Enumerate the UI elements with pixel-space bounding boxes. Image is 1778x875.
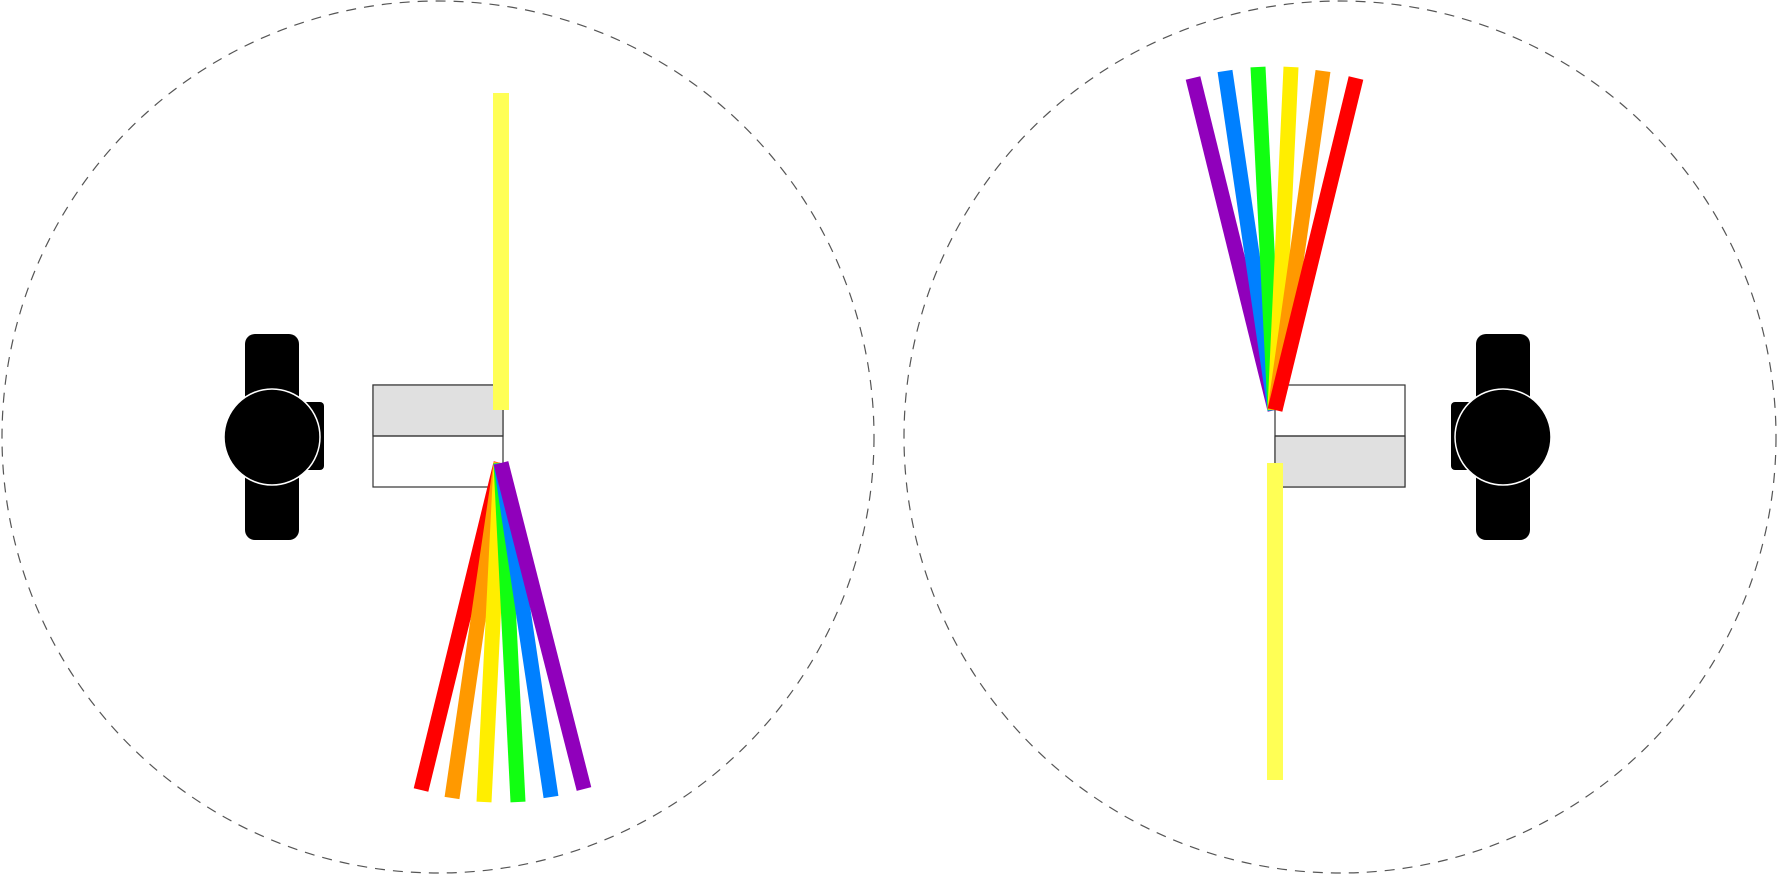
panel-left bbox=[1, 0, 875, 874]
panel-right bbox=[903, 0, 1777, 874]
field-circle bbox=[1, 0, 875, 874]
grating-shaded-half bbox=[1274, 435, 1406, 488]
incident-beam bbox=[493, 93, 509, 410]
incident-beam bbox=[1267, 463, 1283, 780]
grating-shaded-half bbox=[372, 384, 504, 437]
eyepiece-lens bbox=[1454, 388, 1552, 486]
field-circle bbox=[903, 0, 1777, 874]
spectrum-ray-violet bbox=[493, 461, 592, 791]
spectrum-ray-red bbox=[1267, 76, 1364, 412]
eyepiece-lens bbox=[223, 388, 321, 486]
